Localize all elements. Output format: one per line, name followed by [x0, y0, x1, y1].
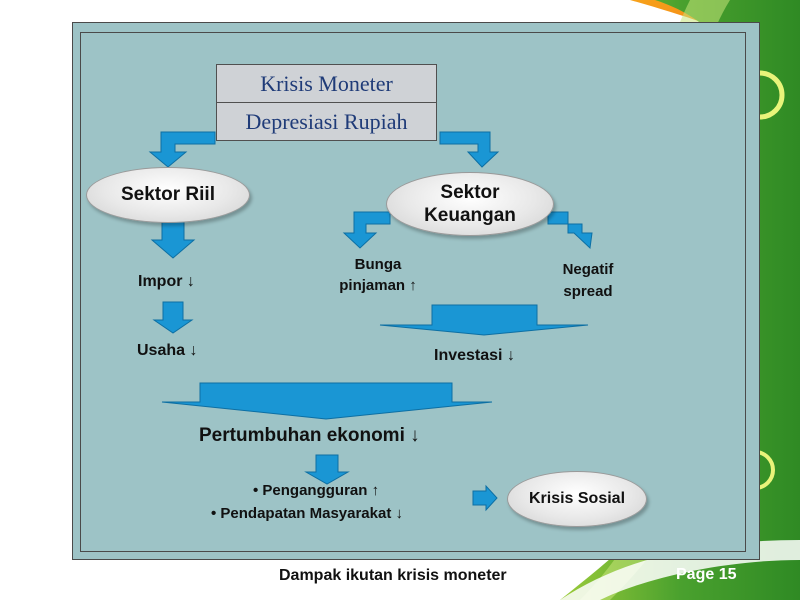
- node-krisis-sosial: Krisis Sosial: [507, 471, 647, 527]
- elbow-arrow-left: [148, 131, 216, 168]
- label-pendapatan-text: • Pendapatan Masyarakat: [211, 505, 392, 522]
- arrow-down-glyph: ↓: [506, 347, 515, 364]
- label-impor: Impor ↓: [138, 273, 195, 291]
- label-bunga-line2: pinjaman: [339, 277, 406, 294]
- label-pertumbuhan-ekonomi: Pertumbuhan ekonomi ↓: [199, 425, 420, 447]
- node-krisis-sosial-label: Krisis Sosial: [528, 490, 626, 507]
- label-impor-text: Impor: [138, 273, 183, 290]
- node-sektor-keuangan-line2: Keuangan: [424, 205, 516, 226]
- box-depresiasi-rupiah-label: Depresiasi Rupiah: [245, 108, 408, 134]
- label-usaha: Usaha ↓: [137, 342, 197, 360]
- node-sektor-keuangan-line1: Sektor: [440, 182, 500, 203]
- label-negatif-line2: spread: [563, 283, 613, 300]
- arrow-down-glyph: ↓: [186, 273, 195, 290]
- label-negatif-line1: Negatif: [562, 261, 614, 278]
- box-depresiasi-rupiah: Depresiasi Rupiah: [216, 102, 437, 141]
- down-arrow-pengangguran: [304, 454, 350, 485]
- elbow-arrow-right: [439, 131, 500, 168]
- box-krisis-moneter: Krisis Moneter: [216, 64, 437, 103]
- label-pengangguran-text: • Pengangguran: [253, 482, 368, 499]
- label-pendapatan-masyarakat: • Pendapatan Masyarakat ↓: [211, 505, 403, 522]
- box-krisis-moneter-label: Krisis Moneter: [260, 70, 393, 96]
- label-pengangguran: • Pengangguran ↑: [253, 482, 379, 499]
- elbow-arrow-bunga: [342, 211, 391, 249]
- arrow-down-glyph: ↓: [189, 342, 198, 359]
- label-bunga-pinjaman: Bunga pinjaman ↑: [318, 254, 438, 296]
- page-number: Page 15: [676, 566, 737, 583]
- wide-arrow-investasi: [379, 304, 589, 336]
- label-investasi: Investasi ↓: [434, 347, 515, 365]
- node-sektor-riil-label: Sektor Riil: [121, 184, 215, 205]
- label-usaha-text: Usaha: [137, 342, 186, 359]
- arrow-up-glyph: ↑: [409, 277, 417, 294]
- label-pertumbuhan-text: Pertumbuhan ekonomi: [199, 425, 405, 446]
- footer-caption: Dampak ikutan krisis moneter: [279, 567, 507, 584]
- label-investasi-text: Investasi: [434, 347, 503, 364]
- elbow-arrow-negatif: [547, 211, 593, 250]
- diagram-panel-inner: [80, 32, 746, 552]
- node-sektor-riil: Sektor Riil: [86, 167, 250, 223]
- label-bunga-line1: Bunga: [354, 256, 402, 273]
- down-arrow-usaha: [152, 301, 194, 334]
- node-sektor-keuangan: Sektor Keuangan: [386, 172, 554, 236]
- arrow-up-glyph: ↑: [371, 482, 380, 499]
- label-negatif-spread: Negatif spread: [548, 259, 628, 303]
- arrow-down-glyph: ↓: [395, 505, 404, 522]
- right-arrow-krisis-sosial: [472, 484, 498, 512]
- arrow-down-glyph: ↓: [410, 425, 420, 446]
- wide-arrow-pertumbuhan: [161, 382, 493, 420]
